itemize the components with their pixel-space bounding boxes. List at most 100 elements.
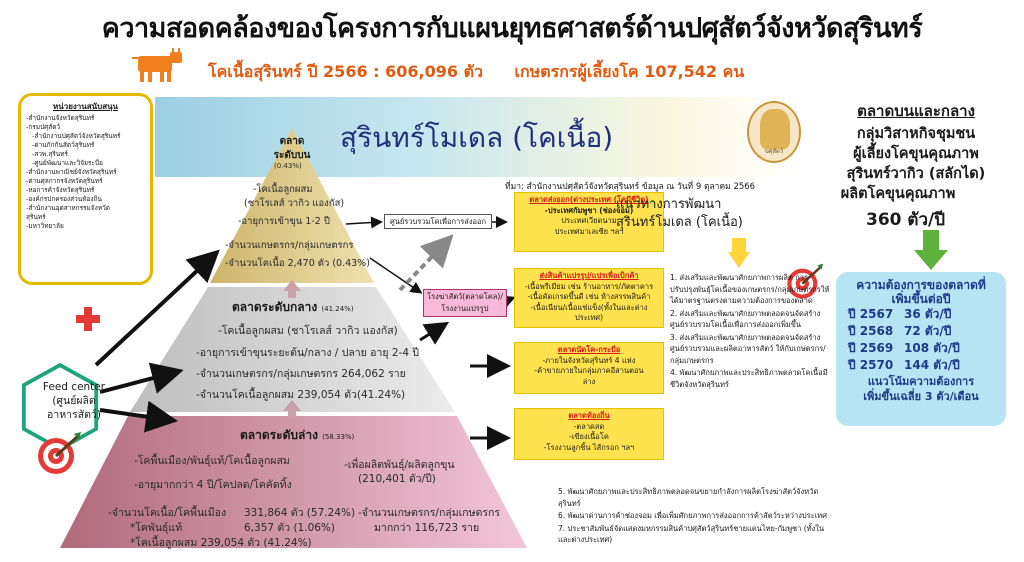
- development-item: 2. ส่งเสริมและพัฒนาศักยภาพตลอดจนจัดสร้าง…: [670, 308, 821, 330]
- demand-row: ปี 2568 72 ตัว/ปี: [842, 323, 1000, 340]
- market-line: -เขียงเนื้อโค: [569, 432, 609, 441]
- low-tier-title: ตลาดระดับล่าง (58.33%): [240, 426, 354, 445]
- support-agencies-box: หน่วยงานสนับสนุน -สำนักงานจังหวัดสุรินทร…: [18, 93, 153, 285]
- top-tier-title1: ตลาด: [279, 136, 305, 147]
- low-tier-line6: *โคพันธุ์แท้: [130, 522, 183, 534]
- feed-center-label: Feed center (ศูนย์ผลิต อาหารสัตว์): [34, 380, 114, 422]
- mid-tier-pct: (41.24%): [321, 305, 354, 313]
- low-tier-line8: -จำนวนเกษตรกร/กลุ่มเกษตรกร: [358, 507, 500, 519]
- feed-center-line3: อาหารสัตว์): [47, 409, 101, 421]
- demand-value: 108 ตัว/ปี: [904, 341, 960, 355]
- market-line: ล่าง: [582, 376, 596, 386]
- low-tier-line5: -จำนวนโคเนื้อ/โคพื้นเมือง: [108, 507, 227, 519]
- feed-arrow-top: [94, 249, 220, 367]
- support-item: -สำนักงานอุตสาหกรรมจังหวัด: [26, 204, 110, 212]
- low-tier-pct: (58.33%): [322, 433, 355, 441]
- market-line: -ค้าขายภายในกลุ่มภาคอีสานตอน: [534, 366, 644, 375]
- support-item: สุรินทร์: [26, 213, 46, 221]
- export-center-box: ศูนย์รวบรวมโคเพื่อการส่งออก: [384, 214, 492, 229]
- demand-trend1: แนวโน้มความต้องการ: [867, 375, 975, 388]
- slaughterhouse-line2: โรงงานแปรรูป: [441, 304, 489, 313]
- top-tier-shape: [210, 128, 374, 283]
- market-line: -เนื้อคัดเกรดขึ้นดี เช่น ห้างสรรพสินค้า: [527, 292, 651, 301]
- market-line: ประเทศมาเลเซีย ฯลฯ: [554, 226, 624, 236]
- demand-title1: ความต้องการของตลาดที่: [856, 278, 986, 292]
- market-box-processed: ส่งสินค้าแปรรูป/แปรเพื่อเบิกค้า-เนื้อพรี…: [514, 268, 664, 328]
- demand-value: 36 ตัว/ปี: [904, 307, 952, 321]
- support-item: -สำนักงานปศุสัตว์จังหวัดสุรินทร์: [32, 132, 121, 140]
- market-box-export: ตลาดส่งออก(ต่างประเทศ (โคมีชีวิต)-ประเทศ…: [514, 192, 664, 252]
- mid-tier-line1: -โคเนื้อลูกผสม (ชาโรเลส์ วากิว แองกัส): [218, 325, 398, 337]
- low-tier-title-text: ตลาดระดับล่าง: [240, 428, 318, 442]
- top-tier-line4: -จำนวนเกษตรกร/กลุ่มเกษตรกร: [225, 240, 354, 251]
- support-title: หน่วยงานสนับสนุน: [52, 102, 119, 111]
- up-arrow-icon: [283, 400, 301, 418]
- market-line: -ตลาดสด: [573, 421, 605, 431]
- demand-value: 72 ตัว/ปี: [904, 324, 952, 338]
- demand-year: ปี 2570: [848, 358, 894, 372]
- upper-market-quantity: 360 ตัว/ปี: [866, 210, 945, 230]
- market-heading: ส่งสินค้าแปรรูป/แปรเพื่อเบิกค้า: [539, 271, 639, 280]
- development-title-line1: แนวทางการพัฒนา: [616, 197, 722, 212]
- top-tier-line1: -โคเนื้อลูกผสม: [253, 184, 313, 195]
- market-line: -ประเทศกัมพูชา (ช่องจอม): [544, 205, 634, 215]
- target-icon: [38, 432, 81, 474]
- upper-market-title: ตลาดบนและกลาง: [857, 102, 975, 120]
- low-tier-line7: *โคเนื้อลูกผสม 239,054 ตัว (41.24%): [130, 537, 312, 549]
- page-title: ความสอดคล้องของโครงการกับแผนยุทธศาสตร์ด้…: [101, 13, 923, 44]
- support-list: -สำนักงานจังหวัดสุรินทร์-กรมปศุสัตว์-สำน…: [26, 114, 145, 231]
- support-item: -สำนักงานพาณิชย์จังหวัดสุรินทร์: [26, 168, 117, 176]
- feed-center-line2: (ศูนย์ผลิต: [52, 395, 96, 407]
- market-box-local: ตลาดท้องถิ่น-ตลาดสด-เขียงเนื้อโค-โรงงานล…: [514, 408, 664, 460]
- target-icon: [787, 263, 824, 299]
- demand-year: ปี 2569: [848, 341, 894, 355]
- farmer-count: เกษตรกรผู้เลี้ยงโค 107,542 คน: [514, 62, 745, 81]
- demand-row: ปี 2570 144 ตัว/ปี: [842, 357, 1000, 374]
- down-arrow-icon: [728, 238, 750, 268]
- market-heading: ตลาดนัดโค-กระบือ: [557, 345, 621, 354]
- demand-title2: เพิ่มขึ้นต่อปี: [891, 292, 951, 306]
- development-item: 6. พัฒนาด่านการค้าช่องจอม เพื่อเพิ่มศักย…: [558, 511, 827, 520]
- support-item: -ด่านกักกันสัตว์สุรินทร์: [32, 141, 95, 149]
- mid-tier-shape: [130, 287, 455, 412]
- low-tier-line6-value: 6,357 ตัว (1.06%): [244, 522, 335, 534]
- plus-icon: [76, 307, 100, 331]
- development-title: แนวทางการพัฒนา สุรินทร์โมเดล (โคเนื้อ): [616, 196, 743, 232]
- source-note: ที่มา: สำนักงานปศุสัตว์จังหวัดสุรินทร์ ข…: [505, 182, 756, 192]
- arrow-dashed: [398, 234, 454, 292]
- upper-market-line4: ผลิตโคขุนคุณภาพ: [840, 186, 956, 202]
- market-heading: ตลาดท้องถิ่น: [568, 411, 610, 420]
- mid-tier-title-text: ตลาดระดับกลาง: [232, 300, 318, 314]
- top-tier-line3: -อายุการเข้าขุน 1-2 ปี: [238, 216, 330, 227]
- slaughterhouse-box: โรงฆ่าสัตว์(ตลาดโคล)/ โรงงานแปรรูป: [423, 289, 507, 317]
- development-list-continued: 5. พัฒนาศักยภาพและประสิทธิภาพตลอดจนขยายก…: [558, 486, 830, 547]
- arrow-slaughter-processed: [502, 295, 516, 307]
- development-item: 5. พัฒนาศักยภาพและประสิทธิภาพตลอดจนขยายก…: [558, 487, 819, 508]
- livestock-seal-icon: ปศุสัตว์: [747, 101, 801, 163]
- market-line: ประเทศ): [574, 313, 603, 322]
- low-tier-shape: [60, 416, 527, 548]
- development-item: 1. ส่งเสริมและพัฒนาศักยภาพการผลิต การปรั…: [670, 273, 830, 305]
- mid-tier-line2: -อายุการเข้าขุนระยะต้น/กลาง / ปลาย อายุ …: [196, 347, 420, 359]
- support-item: -ศูนย์พัฒนาและวิจัยระบือ: [32, 159, 103, 167]
- cattle-count: โคเนื้อสุรินทร์ ปี 2566 : 606,096 ตัว: [208, 62, 483, 81]
- cow-icon: [132, 48, 182, 82]
- support-item: -หอการค้าจังหวัดสุรินทร์: [26, 186, 95, 194]
- market-box-livestock: ตลาดนัดโค-กระบือ-ภายในจังหวัดสุรินทร์ 4 …: [514, 342, 664, 394]
- demand-year: ปี 2568: [848, 324, 894, 338]
- demand-value: 144 ตัว/ปี: [904, 358, 960, 372]
- top-tier-line5: -จำนวนโคเนื้อ 2,470 ตัว (0.43%): [225, 258, 370, 269]
- market-demand-box: ความต้องการของตลาดที่ เพิ่มขึ้นต่อปี ปี …: [836, 272, 1006, 426]
- top-tier-pct: (0.43%): [274, 162, 302, 170]
- feed-center-line1: Feed center: [42, 381, 106, 393]
- market-line: -ภายในจังหวัดสุรินทร์ 4 แห่ง: [542, 355, 636, 365]
- low-tier-line3: -เพื่อผลิตพันธุ์/ผลิตลูกขุน: [344, 459, 455, 471]
- development-item: 7. ประชาสัมพันธ์จัดแสดงมหกรรมสินค้าปศุสั…: [558, 523, 825, 545]
- low-tier-line4: (210,401 ตัว/ปี): [358, 473, 436, 485]
- demand-trend2: เพิ่มขึ้นเฉลี่ย 3 ตัว/เดือน: [863, 390, 979, 403]
- support-item: -สวพ.สุรินทร์: [32, 150, 68, 158]
- banner-title: สุรินทร์โมเดล (โคเนื้อ): [340, 121, 614, 154]
- down-arrow-icon: [914, 230, 948, 270]
